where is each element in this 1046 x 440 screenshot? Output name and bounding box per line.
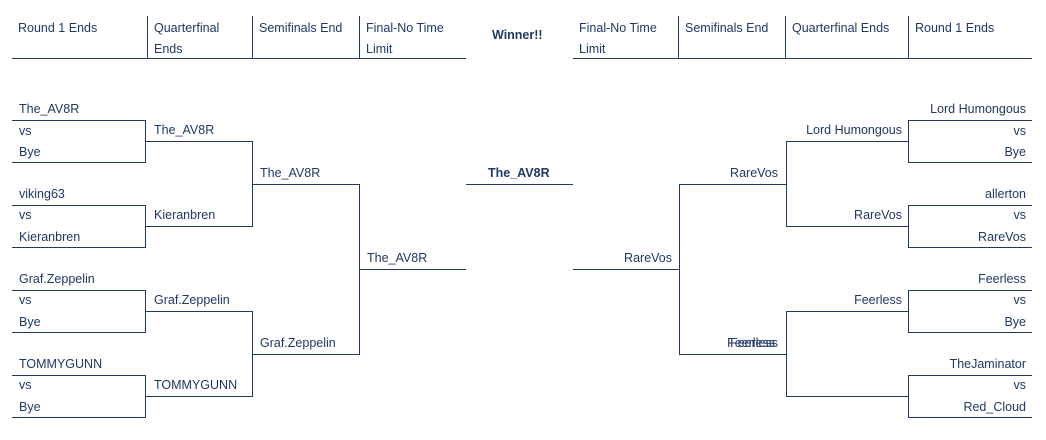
left-r1-m3-top-line <box>12 290 146 291</box>
right-qf-1-line <box>786 141 909 142</box>
right-r1-m4-top-line <box>908 375 1032 376</box>
right-qf-4-line <box>786 396 909 397</box>
left-qf-bottom-connector <box>252 311 253 397</box>
left-qf-top-connector <box>252 141 253 227</box>
left-r1-m2-bottom-line <box>12 247 146 248</box>
right-r1-m1-bottom: Bye <box>1004 145 1026 159</box>
right-r1-m1-top: Lord Humongous <box>930 102 1026 116</box>
left-qf-1: The_AV8R <box>154 123 215 137</box>
right-qf-1: Lord Humongous <box>806 123 902 137</box>
left-header-semifinal: Semifinals End <box>253 16 360 58</box>
left-sf-2-line <box>253 354 360 355</box>
left-qf-3: Graf.Zeppelin <box>154 293 230 307</box>
left-sf-2: Graf.Zeppelin <box>260 336 336 350</box>
left-r1-m3-bottom-line <box>12 332 146 333</box>
left-r1-m2-top-line <box>12 205 146 206</box>
left-r1-m1-bottom: Bye <box>19 145 41 159</box>
right-r1-m1-bottom-line <box>908 162 1032 163</box>
right-qf-bottom-connector <box>786 311 787 397</box>
right-r1-m3-vs: vs <box>1013 293 1027 307</box>
right-sf-2: Feerless <box>730 336 778 350</box>
left-r1-m3-vs: vs <box>19 293 32 307</box>
right-header-final: Final-No Time Limit <box>573 16 679 58</box>
left-r1-m4-bottom-line <box>12 417 146 418</box>
right-r1-m3-bottom-line <box>908 332 1032 333</box>
right-r1-m3-bottom: Bye <box>1004 315 1026 329</box>
left-r1-m1-top-line <box>12 120 146 121</box>
right-header-semifinal: Semifinals End <box>679 16 786 58</box>
right-header-quarterfinal: Quarterfinal Ends <box>786 16 909 58</box>
right-qf-2: RareVos <box>854 208 902 222</box>
left-header-final: Final-No Time Limit <box>366 21 444 56</box>
right-sf-1-line <box>679 184 786 185</box>
left-header-round1: Round 1 Ends <box>12 16 148 58</box>
left-r1-m2-top: viking63 <box>19 187 65 201</box>
right-r1-m4-bottom-line <box>908 417 1032 418</box>
left-r1-m4-top: TOMMYGUNN <box>19 357 103 371</box>
right-r1-m4-top: TheJaminator <box>949 357 1026 371</box>
right-r1-m3-top-line <box>908 290 1032 291</box>
left-r1-m2-vs: vs <box>19 208 32 222</box>
left-sf-connector <box>359 184 360 355</box>
right-final: RareVos <box>624 251 672 265</box>
right-qf-3: Feerless <box>854 293 902 307</box>
right-r1-m3-top: Feerless <box>978 272 1026 286</box>
right-r1-m4-bottom: Red_Cloud <box>963 400 1026 414</box>
right-r1-m1-top-line <box>908 120 1032 121</box>
left-r1-m3-connector <box>145 290 146 333</box>
left-r1-m1-connector <box>145 120 146 163</box>
right-r1-m2-top: allerton <box>985 187 1026 201</box>
right-sf-2-line <box>679 354 786 355</box>
right-r1-m4-vs: vs <box>1013 378 1027 392</box>
left-sf-1-line <box>253 184 360 185</box>
right-qf-2-line <box>786 226 909 227</box>
left-r1-m2-connector <box>145 205 146 248</box>
left-r1-m4-top-line <box>12 375 146 376</box>
left-final: The_AV8R <box>367 251 428 265</box>
left-r1-m1-vs: vs <box>19 124 32 138</box>
left-sf-1: The_AV8R <box>260 166 321 180</box>
right-sf-connector <box>679 184 680 355</box>
left-r1-m4-vs: vs <box>19 378 32 392</box>
right-qf-4: Feerless <box>727 336 775 350</box>
right-header-round1: Round 1 Ends <box>915 21 995 35</box>
right-qf-3-line <box>786 311 909 312</box>
left-qf-2: Kieranbren <box>154 208 216 222</box>
left-header: Round 1 Ends Quarterfinal Ends Semifinal… <box>12 16 466 59</box>
left-qf-3-line <box>146 311 253 312</box>
left-r1-m4-bottom: Bye <box>19 400 41 414</box>
winner-header: Winner!! <box>492 28 543 42</box>
right-r1-m2-bottom-line <box>908 247 1032 248</box>
left-header-quarterfinal: Quarterfinal Ends <box>148 16 253 58</box>
right-header: Final-No Time Limit Semifinals End Quart… <box>573 16 1032 59</box>
left-qf-1-line <box>146 141 253 142</box>
right-final-line <box>573 269 679 270</box>
right-r1-m2-vs: vs <box>1013 208 1027 222</box>
left-r1-m4-connector <box>145 375 146 418</box>
left-final-line <box>360 269 466 270</box>
right-r1-m1-vs: vs <box>1013 124 1027 138</box>
left-qf-4-line <box>146 396 253 397</box>
left-r1-m2-bottom: Kieranbren <box>19 230 81 244</box>
left-r1-m3-bottom: Bye <box>19 315 41 329</box>
winner-line <box>466 184 573 185</box>
right-r1-m2-top-line <box>908 205 1032 206</box>
winner-name: The_AV8R <box>488 166 550 180</box>
right-sf-1: RareVos <box>730 166 778 180</box>
left-qf-2-line <box>146 226 253 227</box>
left-r1-m1-bottom-line <box>12 162 146 163</box>
left-r1-m1-top: The_AV8R <box>19 102 80 116</box>
left-qf-4: TOMMYGUNN <box>154 378 238 392</box>
right-r1-m2-bottom: RareVos <box>978 230 1026 244</box>
left-r1-m3-top: Graf.Zeppelin <box>19 272 95 286</box>
right-qf-top-connector <box>786 141 787 227</box>
